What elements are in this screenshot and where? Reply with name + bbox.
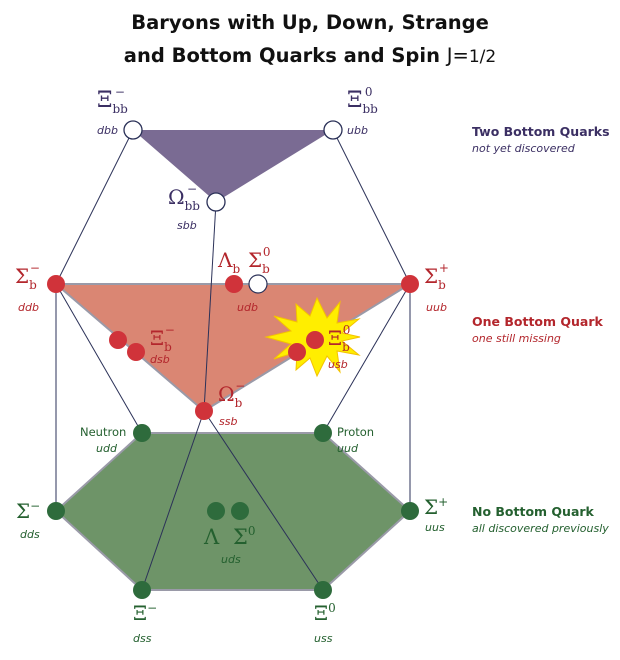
omega-b-quarks: ssb xyxy=(219,415,237,428)
title-spin-value: 1/2 xyxy=(468,47,497,67)
xi-minus-quarks: dss xyxy=(133,632,152,645)
xi-b-minus-dot-1 xyxy=(109,331,127,349)
lambda-label: Λ xyxy=(203,525,220,549)
sigma-b-zero-dot xyxy=(248,274,268,294)
connecting-lines xyxy=(55,129,411,591)
lambda-b-dot xyxy=(225,275,243,293)
xi-b-zero-label: Ξb0 xyxy=(328,323,350,354)
tier-one-title: One Bottom Quark xyxy=(472,314,604,329)
sigma-b-minus-dot xyxy=(47,275,65,293)
xi-bb-minus-quarks: dbb xyxy=(97,124,118,137)
lambda-dot xyxy=(207,502,225,520)
xi-bb-minus-dot xyxy=(123,120,143,140)
tier-two-title: Two Bottom Quarks xyxy=(472,124,610,139)
sigma-minus-dot xyxy=(47,502,65,520)
proton-dot xyxy=(314,424,332,442)
xi-zero-label: Ξ0 xyxy=(314,601,336,625)
proton-name: Proton xyxy=(337,425,374,439)
neutron-dot xyxy=(133,424,151,442)
sigma-b-plus-quarks: uub xyxy=(426,301,447,314)
xi-b-zero-dot-1 xyxy=(288,343,306,361)
sigma-b-zero-label: Σb0 xyxy=(248,245,270,276)
lambda-b-quarks: udb xyxy=(237,301,258,314)
omega-bb-dot xyxy=(206,192,226,212)
neutron-quarks: udd xyxy=(96,442,118,455)
title-line-2-text: and Bottom Quarks and Spin xyxy=(123,44,447,67)
tier-two-subtitle: not yet discovered xyxy=(472,142,576,155)
two-bottom-plane xyxy=(133,130,333,202)
omega-b-label: Ωb− xyxy=(218,379,245,410)
sigma-minus-label: Σ− xyxy=(16,499,40,523)
omega-bb-label: Ωbb− xyxy=(168,182,200,213)
neutron-name: Neutron xyxy=(80,425,126,439)
omega-b-dot xyxy=(195,402,213,420)
xi-bb-zero-quarks: ubb xyxy=(347,124,368,137)
omega-bb-quarks: sbb xyxy=(177,219,197,232)
sigma-b-minus-quarks: ddb xyxy=(18,301,39,314)
sigma-plus-label: Σ+ xyxy=(424,495,448,519)
sigma-plus-dot xyxy=(401,502,419,520)
xi-minus-label: Ξ− xyxy=(133,601,157,625)
xi-b-minus-label: Ξb− xyxy=(150,323,175,354)
sigma-zero-dot xyxy=(231,502,249,520)
title-line-1: Baryons with Up, Down, Strange xyxy=(131,11,489,34)
xi-b-zero-quarks: usb xyxy=(328,358,348,371)
xi-b-zero-dot-2 xyxy=(306,331,324,349)
title-line-2: and Bottom Quarks and Spin J=1/2 xyxy=(0,39,620,74)
xi-b-minus-quarks: dsb xyxy=(150,353,170,366)
tier-one-subtitle: one still missing xyxy=(472,332,561,345)
xi-zero-quarks: uss xyxy=(314,632,333,645)
xi-b-minus-dot-2 xyxy=(127,343,145,361)
title-spin-label: J= xyxy=(446,44,469,67)
xi-bb-minus-label: Ξbb− xyxy=(97,85,128,116)
sigma-zero-label: Σ0 xyxy=(233,524,256,549)
sigma-b-plus-dot xyxy=(401,275,419,293)
sigma-b-plus-label: Σb+ xyxy=(424,261,449,292)
diagram-title: Baryons with Up, Down, Strange and Botto… xyxy=(0,6,620,74)
xi-bb-zero-label: Ξbb0 xyxy=(347,85,378,116)
lambda-b-label: Λb xyxy=(217,248,240,276)
proton-quarks: uud xyxy=(337,442,359,455)
lambda-quarks: uds xyxy=(221,553,241,566)
tier-none-title: No Bottom Quark xyxy=(472,504,595,519)
xi-minus-dot xyxy=(133,581,151,599)
xi-zero-dot xyxy=(314,581,332,599)
sigma-b-minus-label: Σb− xyxy=(15,261,40,292)
xi-bb-zero-dot xyxy=(323,120,343,140)
sigma-plus-quarks: uus xyxy=(425,521,445,534)
sigma-minus-quarks: dds xyxy=(20,528,40,541)
tier-none-subtitle: all discovered previously xyxy=(472,522,609,535)
